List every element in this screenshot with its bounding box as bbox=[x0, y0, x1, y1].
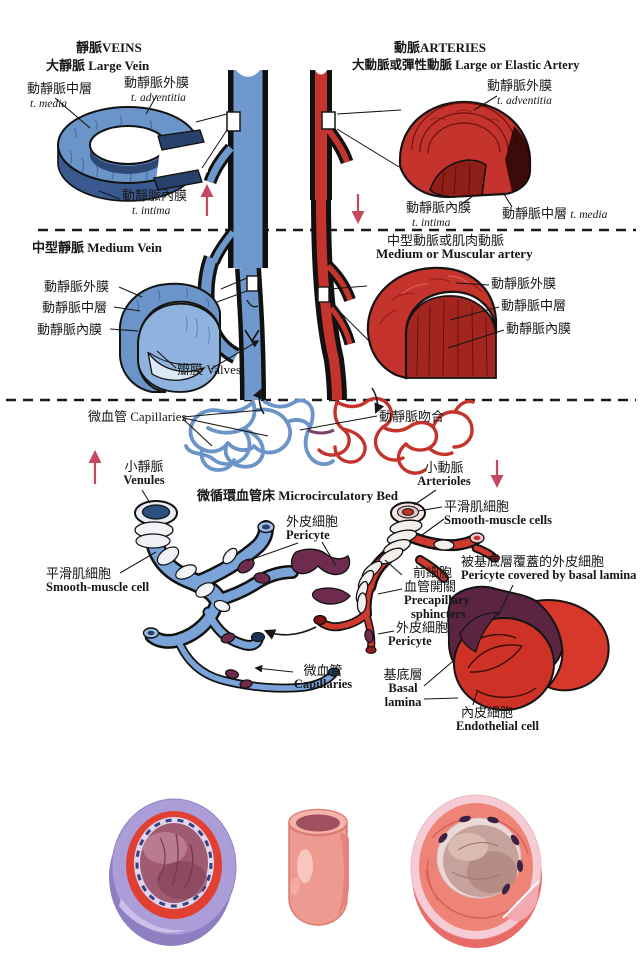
basal-en2: lamina bbox=[384, 694, 422, 709]
arterioles-zh: 小動脈 bbox=[424, 460, 464, 475]
capillaries-bottom-zh: 微血管 bbox=[303, 663, 343, 678]
vein-cross-section-figure bbox=[109, 798, 237, 946]
arteries-heading: 動脈ARTERIES bbox=[394, 40, 487, 55]
la-media-en: t. media bbox=[570, 209, 608, 221]
large-artery-title: 大動脈或彈性動脈 Large or Elastic Artery bbox=[352, 58, 580, 72]
sample-windows bbox=[195, 109, 402, 342]
large-vein-cutaway bbox=[57, 106, 208, 202]
precap-en1: Precapillary bbox=[404, 593, 470, 608]
lv-adventitia-zh-label: 動靜脈外膜 bbox=[124, 75, 190, 90]
lv-intima-en-label: t. intima bbox=[132, 205, 171, 217]
medium-artery-en-title: Medium or Muscular artery bbox=[376, 246, 533, 261]
capillary-tube-figure bbox=[288, 808, 349, 926]
ma-adventitia-label: 動靜脈外膜 bbox=[491, 276, 557, 291]
leader-lines bbox=[54, 94, 514, 706]
mv-adventitia-label: 動靜脈外膜 bbox=[44, 279, 110, 294]
anastomosis-label: 動靜脈吻合 bbox=[379, 409, 445, 424]
veins-heading: 靜脈VEINS bbox=[76, 40, 142, 55]
large-vein-title: 大靜脈 Large Vein bbox=[46, 58, 150, 73]
smc-cells-en: Smooth-muscle cells bbox=[444, 513, 552, 528]
endothelial-zh: 內皮細胞 bbox=[461, 705, 514, 720]
web-junction bbox=[307, 428, 335, 435]
valves-label: 瓣膜 Valves bbox=[177, 362, 241, 377]
capillary-web-venous bbox=[184, 398, 335, 472]
artery-cross-section-figure bbox=[410, 794, 542, 948]
central-artery-trunk bbox=[310, 68, 356, 401]
ma-intima-label: 動靜脈內膜 bbox=[506, 321, 572, 336]
capillaries-top-label: 微血管 Capillaries bbox=[88, 409, 187, 424]
mv-media-label: 動靜脈中層 bbox=[42, 300, 108, 315]
la-intima-en-label: t. intima bbox=[412, 217, 451, 229]
ma-media-label: 動靜脈中層 bbox=[501, 298, 567, 313]
medium-artery-zh-title: 中型動脈或肌肉動脈 bbox=[387, 233, 505, 248]
microcirculation-arteriole bbox=[313, 501, 500, 655]
la-media-zh: 動靜脈中層 bbox=[502, 206, 568, 221]
lv-media-zh-label: 動靜脈中層 bbox=[27, 81, 93, 96]
precap-zh1: 前細胞 bbox=[413, 565, 453, 580]
medium-vein-cutaway bbox=[118, 282, 221, 393]
capillary-web-arterial bbox=[317, 396, 475, 475]
large-artery-cutaway bbox=[398, 100, 532, 199]
covered-en: Pericyte covered by basal lamina bbox=[461, 568, 637, 583]
bed-flow-arrows bbox=[252, 387, 385, 415]
microcirculation-venule bbox=[134, 500, 351, 693]
pericyte-cell-illustration bbox=[263, 585, 610, 711]
la-adventitia-en-label: t. adventitia bbox=[497, 95, 552, 107]
venules-zh: 小靜脈 bbox=[124, 459, 164, 474]
pericyte-upper-en: Pericyte bbox=[286, 528, 330, 543]
arterioles-en: Arterioles bbox=[417, 474, 471, 489]
lv-adventitia-en-label: t. adventitia bbox=[131, 92, 186, 104]
pericyte-upper-zh: 外皮細胞 bbox=[286, 514, 339, 529]
pericyte-lower-zh: 外皮細胞 bbox=[396, 620, 449, 635]
pericyte-lower-en: Pericyte bbox=[388, 634, 432, 649]
section-divider-lines bbox=[6, 228, 636, 402]
precap-en2: sphincters bbox=[411, 606, 466, 621]
la-intima-zh-label: 動靜脈內膜 bbox=[406, 200, 472, 215]
basal-en1: Basal bbox=[388, 681, 418, 696]
flow-direction-arrows bbox=[88, 184, 504, 488]
precap-zh2: 血管開關 bbox=[404, 579, 457, 595]
capillaries-bottom-en: Capillaries bbox=[293, 677, 353, 692]
smc-cell-en: Smooth-muscle cell bbox=[46, 580, 150, 595]
covered-zh: 被基底層覆蓋的外皮細胞 bbox=[461, 554, 605, 569]
venules-en: Venules bbox=[123, 473, 165, 488]
la-adventitia-zh-label: 動靜脈外膜 bbox=[487, 78, 553, 93]
lv-media-en-label: t. media bbox=[30, 98, 68, 110]
basal-zh: 基底層 bbox=[383, 667, 423, 682]
endothelial-en: Endothelial cell bbox=[456, 719, 539, 734]
smc-cells-zh: 平滑肌細胞 bbox=[444, 499, 510, 514]
lv-intima-zh-label: 動靜脈內膜 bbox=[122, 188, 188, 203]
la-media-label: 動靜脈中層 t. media bbox=[502, 206, 608, 221]
microcirculatory-bed-title: 微循環血管床 Microcirculatory Bed bbox=[197, 488, 398, 503]
smc-cell-zh: 平滑肌細胞 bbox=[46, 566, 112, 581]
mv-intima-label: 動靜脈內膜 bbox=[37, 322, 103, 337]
medium-vein-title: 中型靜脈 Medium Vein bbox=[32, 240, 163, 255]
